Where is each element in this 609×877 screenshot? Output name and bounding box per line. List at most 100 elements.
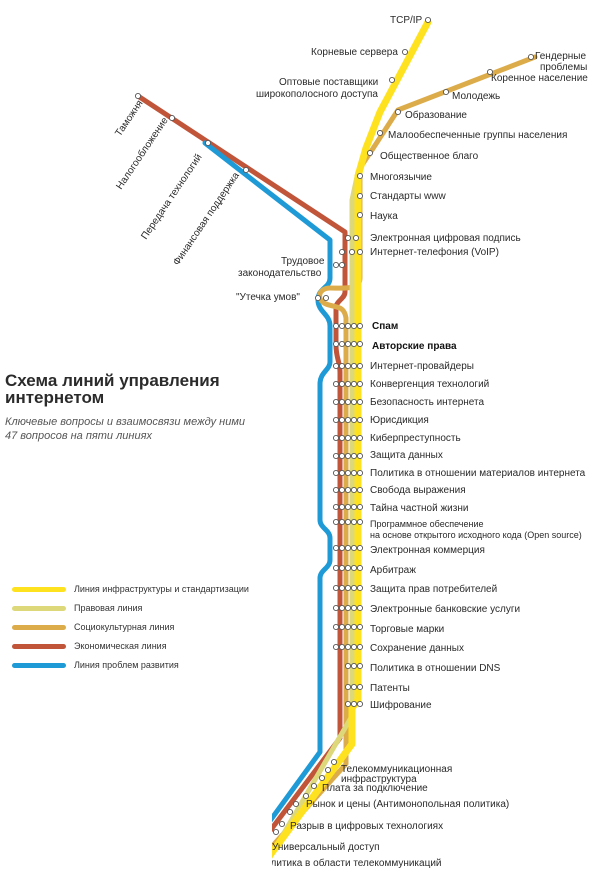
station-label-e-banking: Электронные банковские услуги [370,603,520,615]
station-marker [366,149,374,157]
station-label-e-signature: Электронная цифровая подпись [370,232,521,244]
station-marker [338,623,346,631]
station-marker [350,683,358,691]
station-marker [350,398,358,406]
station-marker [344,362,352,370]
legend-item: Правовая линия [12,602,282,621]
station-label-data-protection: Защита данных [370,450,443,461]
station-marker [356,434,364,442]
station-marker [332,340,340,348]
station-label-isps: Интернет-провайдеры [370,361,474,372]
blank-panel-lower [0,790,272,870]
station-marker [350,662,358,670]
station-label-universal-access: Универсальный доступ [272,842,380,853]
station-marker [356,643,364,651]
station-label-encryption: Шифрование [370,699,432,711]
station-label-dns-policy: Политика в отношении DNS [370,663,501,674]
station-label-digital-divide: Разрыв в цифровых технологиях [290,820,443,832]
station-marker [344,518,352,526]
station-marker [332,380,340,388]
station-marker [350,469,358,477]
station-marker [338,486,346,494]
station-label-labor-1: Трудовое [281,256,325,267]
station-label-cybercrime: Киберпреступность [370,432,461,444]
station-marker [302,792,310,800]
legend-item: Экономическая линия [12,640,282,659]
station-marker [338,322,346,330]
legend-item: Линия инфраструктуры и стандартизации [12,583,282,602]
station-marker [356,340,364,348]
station-marker [332,398,340,406]
station-marker [286,808,294,816]
station-marker [344,503,352,511]
station-marker [338,584,346,592]
station-marker [332,564,340,572]
station-label-low-income: Малообеспеченные группы населения [388,129,567,141]
station-marker [356,416,364,424]
station-marker [394,108,402,116]
station-marker [168,114,176,122]
station-label-arbitration: Арбитраж [370,564,416,576]
station-label-wholesale-1: Оптовые поставщики [279,77,378,88]
station-marker [350,416,358,424]
station-marker [338,503,346,511]
station-marker [344,322,352,330]
station-label-wholesale-2: широкополосного доступа [256,89,378,100]
station-marker [344,469,352,477]
station-marker [356,544,364,552]
legend-label: Экономическая линия [74,641,167,651]
station-marker [204,139,212,147]
station-marker [332,518,340,526]
station-marker [332,544,340,552]
station-marker [356,380,364,388]
station-marker [272,828,280,836]
station-label-gender-1: Гендерные [535,51,586,62]
station-label-brain-drain: "Утечка умов" [236,292,300,303]
station-marker [350,643,358,651]
station-marker [350,380,358,388]
station-marker [338,380,346,388]
station-marker [424,16,432,24]
station-label-tcp-ip: TCP/IP [390,15,423,26]
station-label-science: Наука [370,211,398,222]
subtitle-line-2: 47 вопросов на пяти линиях [5,430,152,442]
station-marker [344,683,352,691]
station-label-freedom-expression: Свобода выражения [370,484,466,496]
station-marker [388,76,396,84]
station-label-convergence: Конвергенция технологий [370,379,489,390]
station-label-gender-2: проблемы [540,61,587,73]
station-label-market-prices: Рынок и цены (Антимонопольная политика) [306,799,509,810]
station-marker [344,416,352,424]
legend-label: Линия проблем развития [74,660,179,670]
station-marker [338,604,346,612]
page-title: Схема линий управления интернетом [5,371,220,407]
station-marker [442,88,450,96]
station-label-indigenous: Коренное население [491,73,588,84]
station-marker [332,261,340,269]
station-marker [344,544,352,552]
station-marker [344,340,352,348]
station-marker [332,322,340,330]
station-marker [350,564,358,572]
station-marker [350,452,358,460]
station-label-copyright: Авторские права [372,341,457,352]
station-marker [350,604,358,612]
station-marker [350,340,358,348]
legend-label: Правовая линия [74,603,143,613]
station-label-internet-security: Безопасность интернета [370,397,484,408]
station-marker [344,380,352,388]
station-label-interconnection-fee: Плата за подключение [322,783,428,794]
station-label-youth: Молодежь [452,91,500,102]
station-marker [324,766,332,774]
legend-item: Линия проблем развития [12,659,282,678]
station-marker [332,362,340,370]
station-marker [338,434,346,442]
legend-label: Социокультурная линия [74,622,175,632]
station-marker [332,604,340,612]
station-marker [344,662,352,670]
station-marker [332,503,340,511]
station-marker [332,434,340,442]
station-marker [344,398,352,406]
station-label-trademarks: Торговые марки [370,624,444,635]
